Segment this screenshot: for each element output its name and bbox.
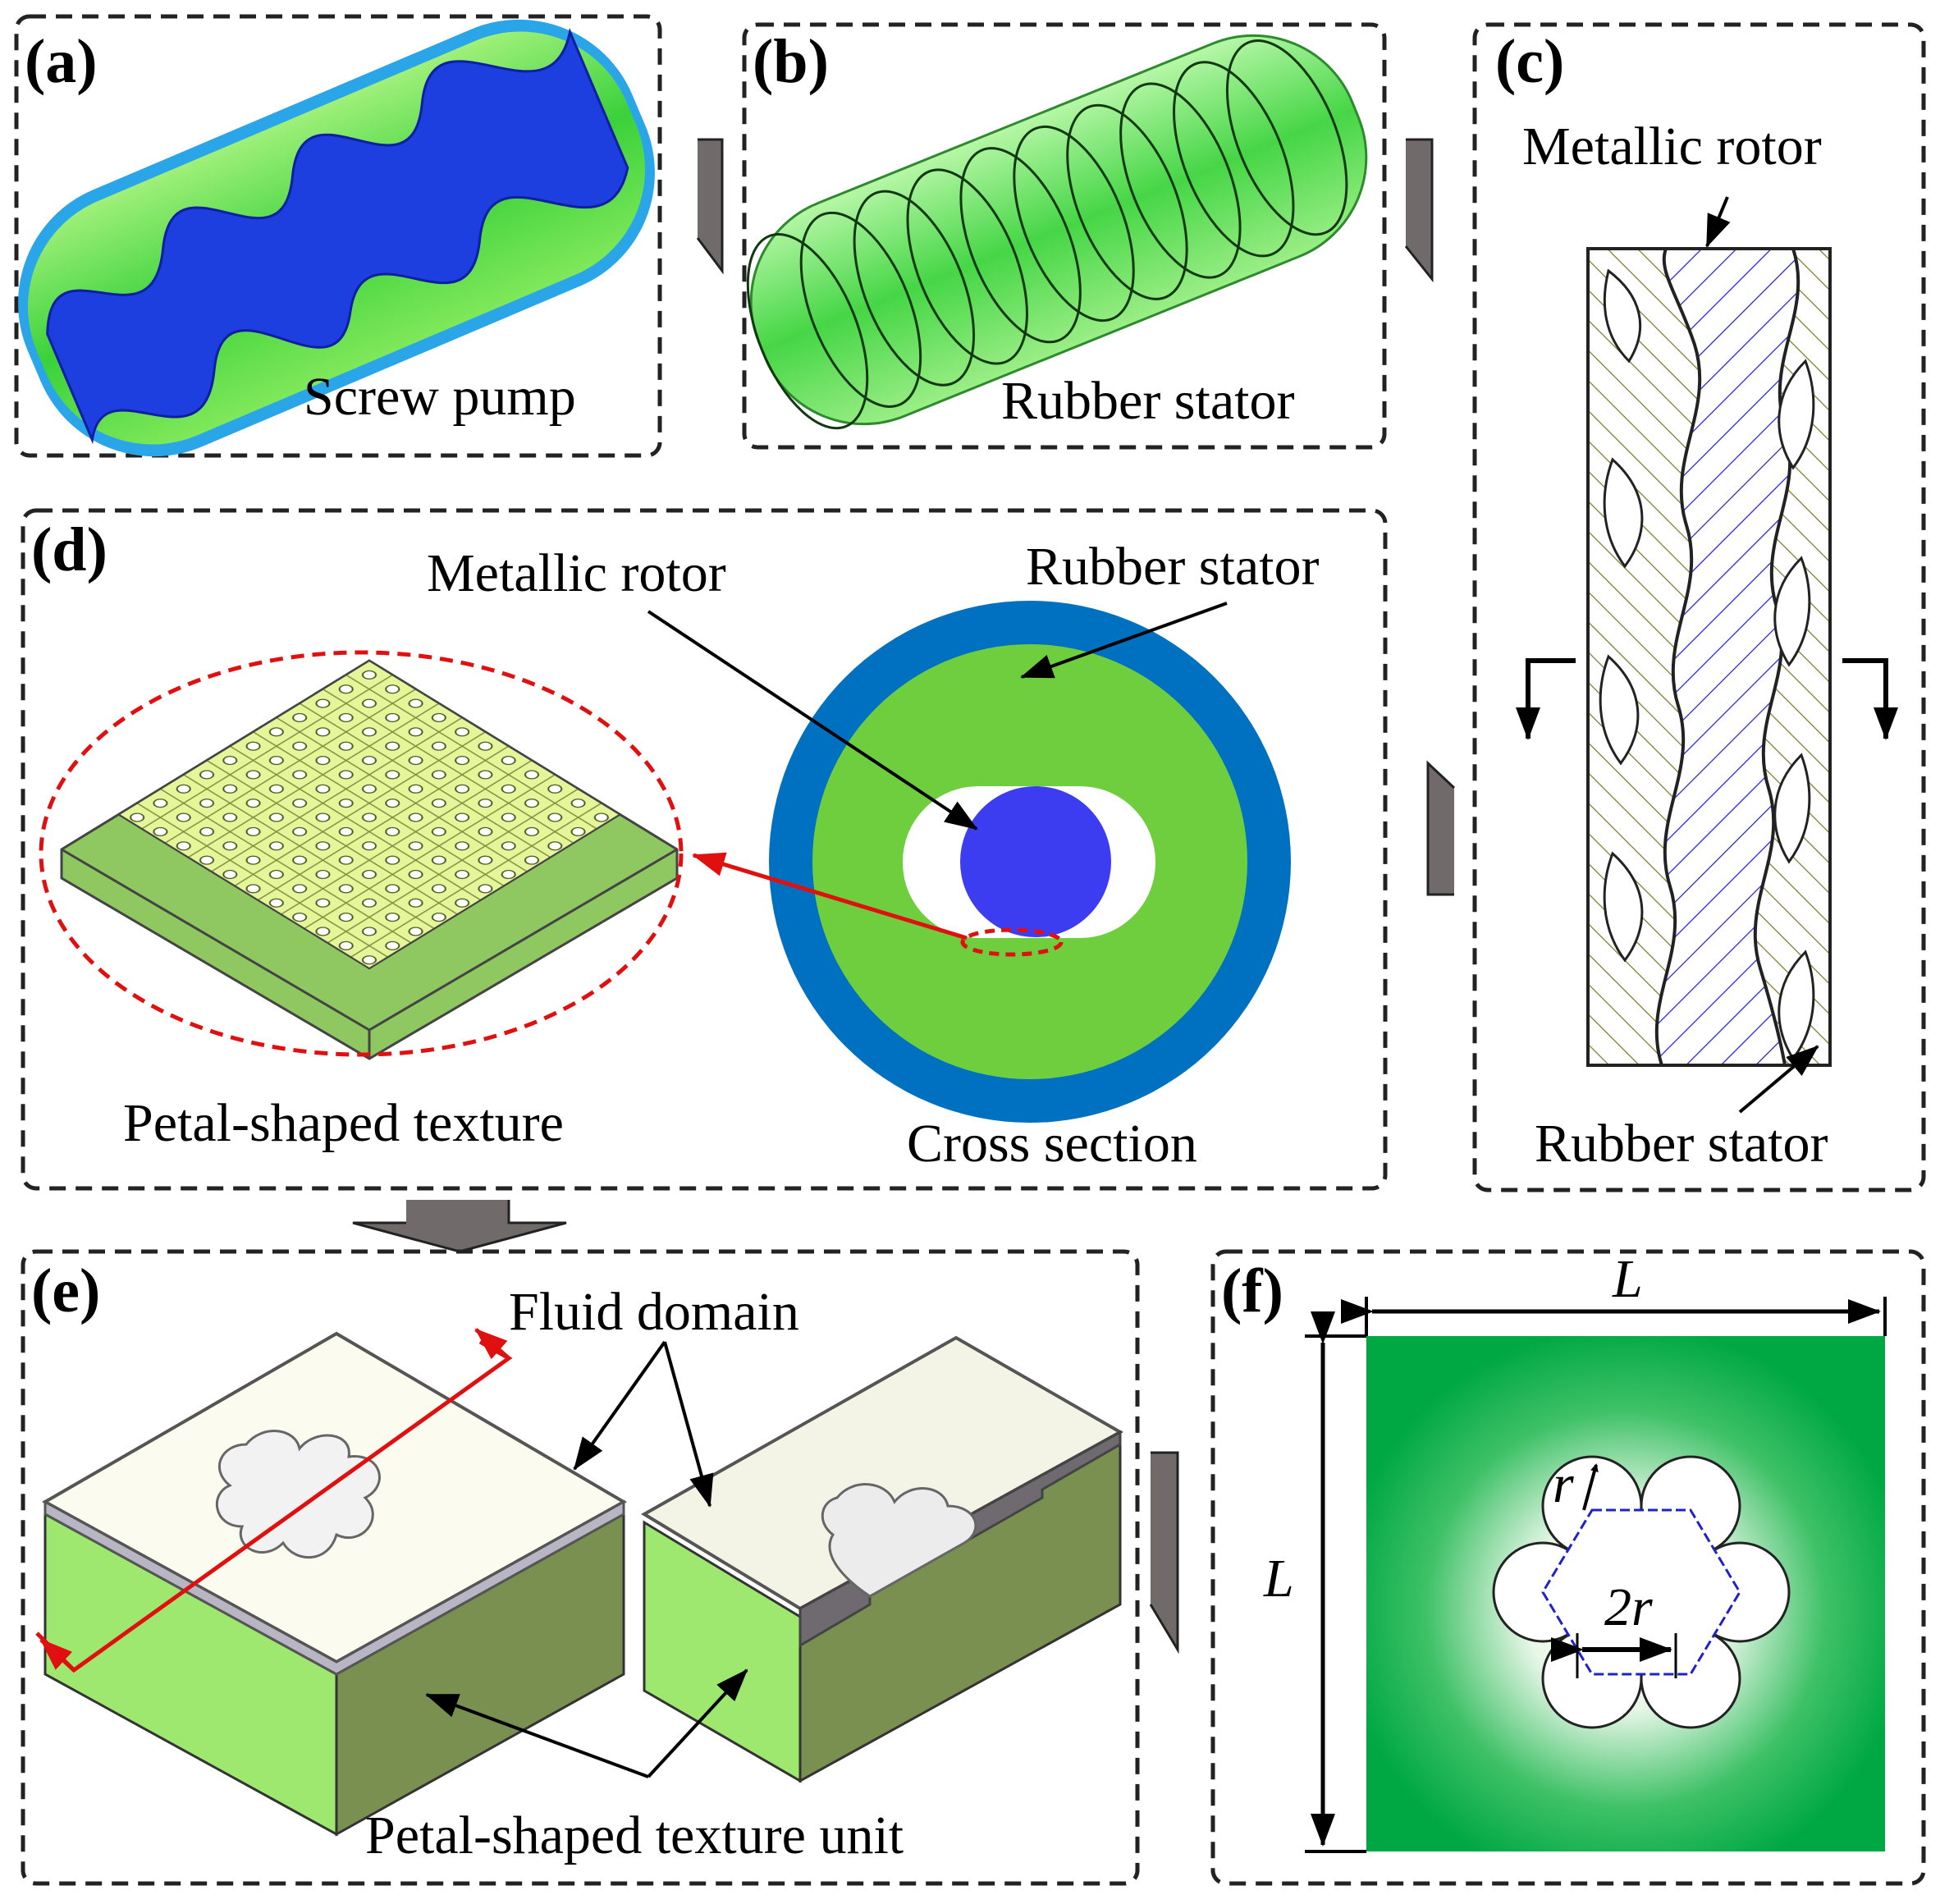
screw-pump-illustration <box>18 19 655 457</box>
panel-f: (f) L L r 2r <box>1210 1249 1926 1886</box>
diameter-label: 2r <box>1604 1577 1653 1637</box>
panel-label-e: (e) <box>31 1256 100 1325</box>
panel-d: (d) Metallic rotor Rubber stator Petal-s… <box>21 508 1388 1191</box>
caption-cross-section: Cross section <box>907 1114 1197 1174</box>
petal-texture-block <box>60 659 679 1060</box>
rubber-stator-illustration <box>746 34 1368 430</box>
flow-arrow-icon <box>1404 138 1434 283</box>
label-rubber-stator-d: Rubber stator <box>1026 537 1319 597</box>
panel-e: (e) Fluid domain Petal-shaped texture un… <box>21 1249 1140 1886</box>
flow-arrow-icon <box>696 138 724 275</box>
rotor-stator-longitudinal-section <box>1586 247 1832 1067</box>
caption-petal-shaped-texture: Petal-shaped texture <box>123 1093 564 1153</box>
panel-label-b: (b) <box>753 27 829 96</box>
panel-a: (a) Screw pump <box>14 14 662 458</box>
panel-label-f: (f) <box>1221 1256 1283 1325</box>
flow-arrow-icon <box>1426 760 1456 896</box>
caption-petal-shaped-texture-unit: Petal-shaped texture unit <box>365 1806 904 1865</box>
caption-rubber-stator-b: Rubber stator <box>1001 371 1294 431</box>
panel-b: (b) Rubber stator <box>742 22 1387 450</box>
cross-section-illustration <box>769 601 1291 1123</box>
label-metallic-rotor-c: Metallic rotor <box>1522 117 1822 176</box>
texture-unit-top-view <box>1366 1336 1885 1851</box>
label-metallic-rotor-d: Metallic rotor <box>427 543 726 603</box>
flow-arrow-icon <box>352 1200 567 1253</box>
dimension-width-label: L <box>1612 1249 1643 1309</box>
dimension-height-label: L <box>1263 1549 1294 1609</box>
panel-label-d: (d) <box>31 515 108 584</box>
label-rubber-stator-c: Rubber stator <box>1535 1114 1828 1174</box>
radius-label: r <box>1553 1454 1574 1514</box>
label-fluid-domain: Fluid domain <box>509 1282 799 1342</box>
caption-screw-pump: Screw pump <box>304 367 576 427</box>
panel-label-a: (a) <box>25 27 98 96</box>
panel-c: (c) Metallic rotor Rubber stator <box>1472 22 1926 1192</box>
flow-arrow-icon <box>1149 1451 1179 1655</box>
panel-label-c: (c) <box>1495 27 1564 96</box>
texture-unit-full <box>35 1328 628 1837</box>
texture-unit-half <box>641 1335 1124 1783</box>
